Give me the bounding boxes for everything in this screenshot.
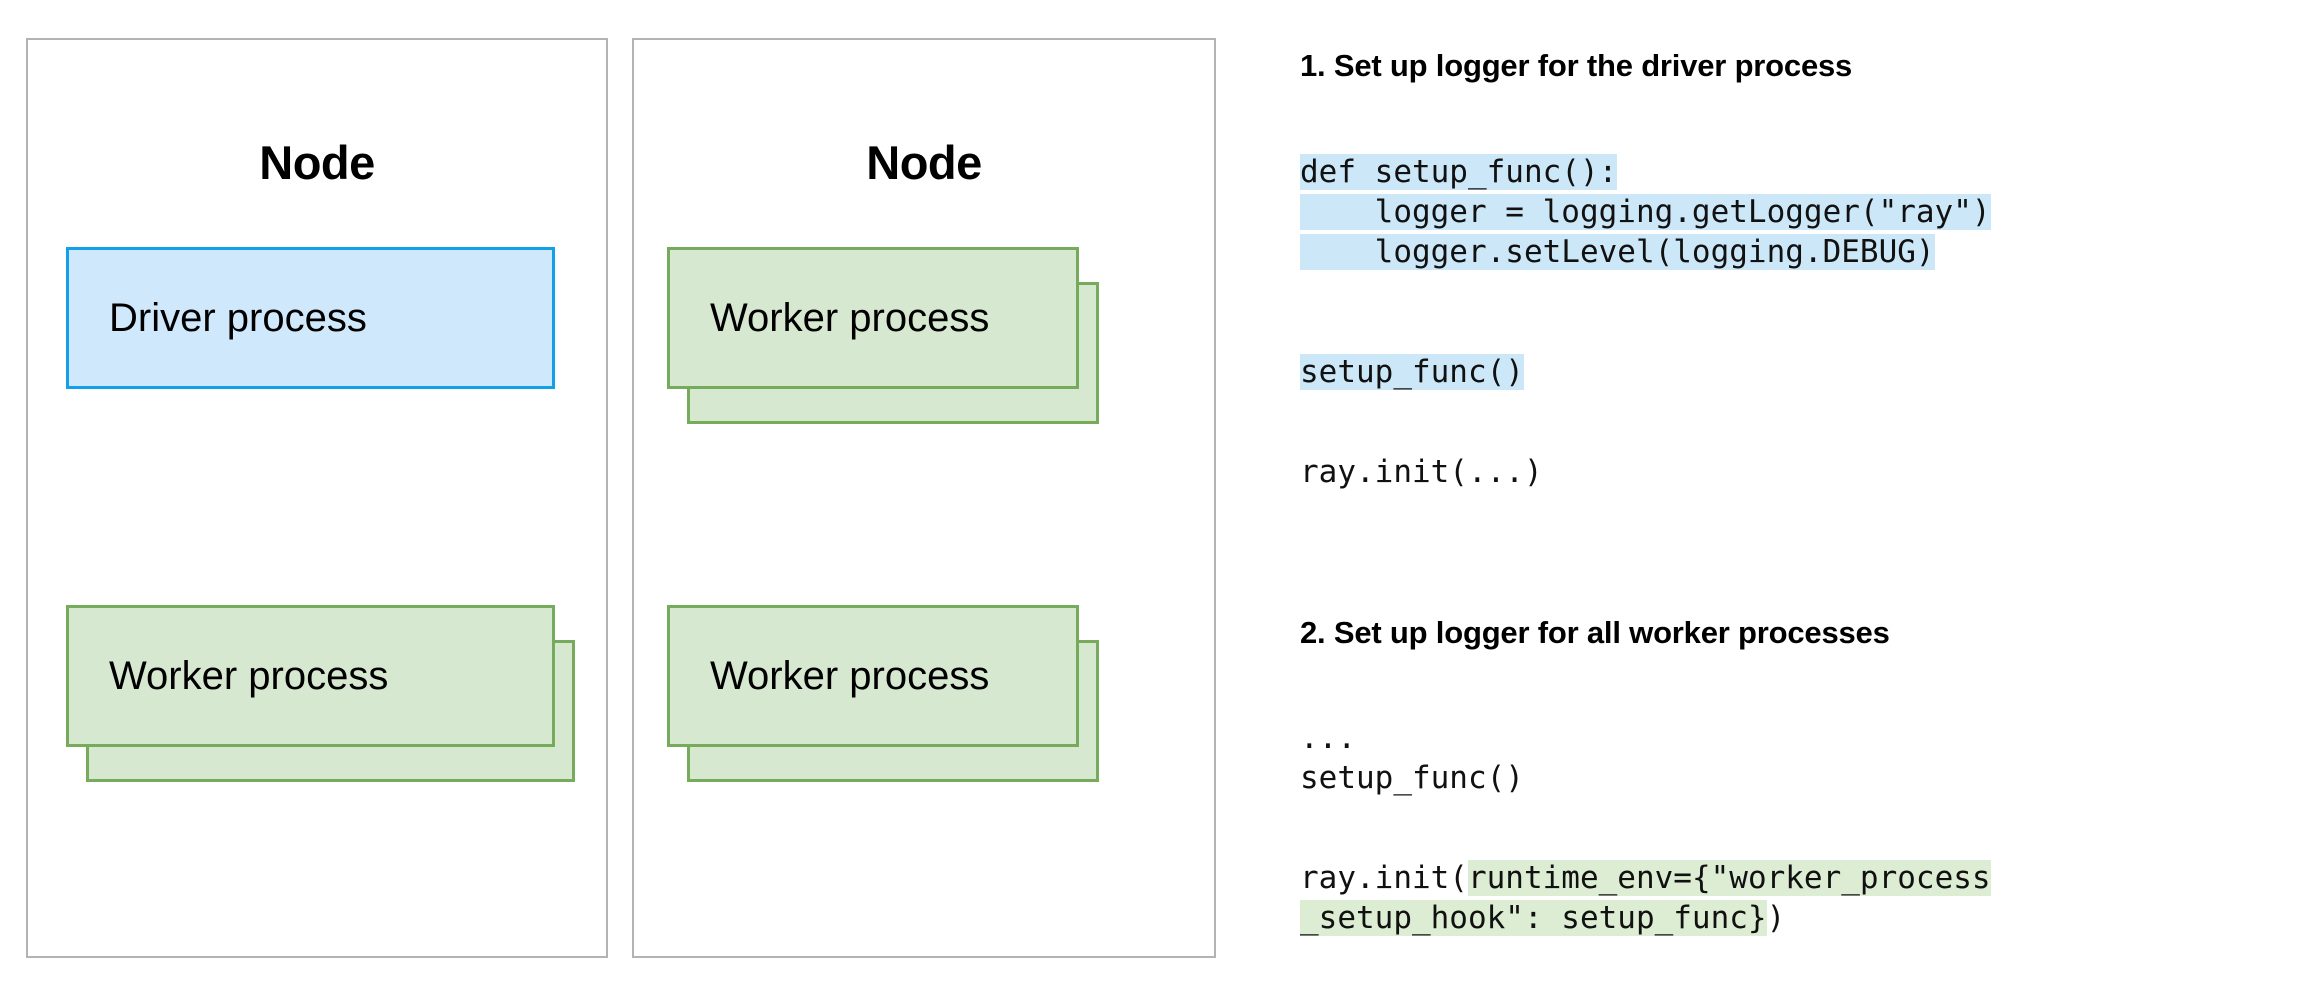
step-1-code-line-5: setup_func() [1300,352,1524,392]
step-1-heading: 1. Set up logger for the driver process [1300,48,1853,83]
code-segment-highlight: _setup_hook": setup_func} [1300,900,1767,936]
driver-process-box: Driver process [66,247,555,389]
code-segment: ray.init(...) [1300,454,1543,490]
step-2-heading: 2. Set up logger for all worker processe… [1300,615,1890,650]
code-segment: ) [1766,900,1786,936]
step-2-code-line-4: ray.init(runtime_env={"worker_process [1300,858,1991,898]
step-1-code-line-2: logger = logging.getLogger("ray") [1300,192,1991,232]
step-2-code-line-1: ... [1300,718,1356,758]
code-segment: setup_func() [1300,354,1524,390]
worker-process-label-2: Worker process [710,296,990,340]
code-segment: setup_func() [1300,760,1524,796]
node-panel-1: Node Driver process Worker process [26,38,608,958]
code-segment-highlight: runtime_env={"worker_process [1467,860,1991,896]
code-segment: logger = logging.getLogger("ray") [1300,194,1991,230]
architecture-diagram: Node Driver process Worker process Node … [26,38,1216,958]
step-1-code-line-7: ray.init(...) [1300,452,1543,492]
step-1-code-line-3: logger.setLevel(logging.DEBUG) [1300,232,1935,272]
driver-process-label: Driver process [109,296,367,340]
worker-process-box-2: Worker process [667,247,1079,389]
node-title-1: Node [259,136,375,189]
step-2-code-line-5: _setup_hook": setup_func}) [1300,898,1785,938]
code-segment: def setup_func(): [1300,154,1618,190]
instructions-column: 1. Set up logger for the driver process … [1300,0,2308,1002]
code-segment: ray.init( [1300,860,1468,896]
node-title-2: Node [866,136,982,189]
step-2-code-line-2: setup_func() [1300,758,1524,798]
node-panel-2: Node Worker process Worker process [632,38,1216,958]
worker-process-label-1: Worker process [109,654,389,698]
code-segment: ... [1300,720,1356,756]
code-segment: logger.setLevel(logging.DEBUG) [1300,234,1935,270]
worker-process-box-3: Worker process [667,605,1079,747]
worker-process-label-3: Worker process [710,654,990,698]
worker-process-box-1: Worker process [66,605,555,747]
step-1-code-line-1: def setup_func(): [1300,152,1618,192]
